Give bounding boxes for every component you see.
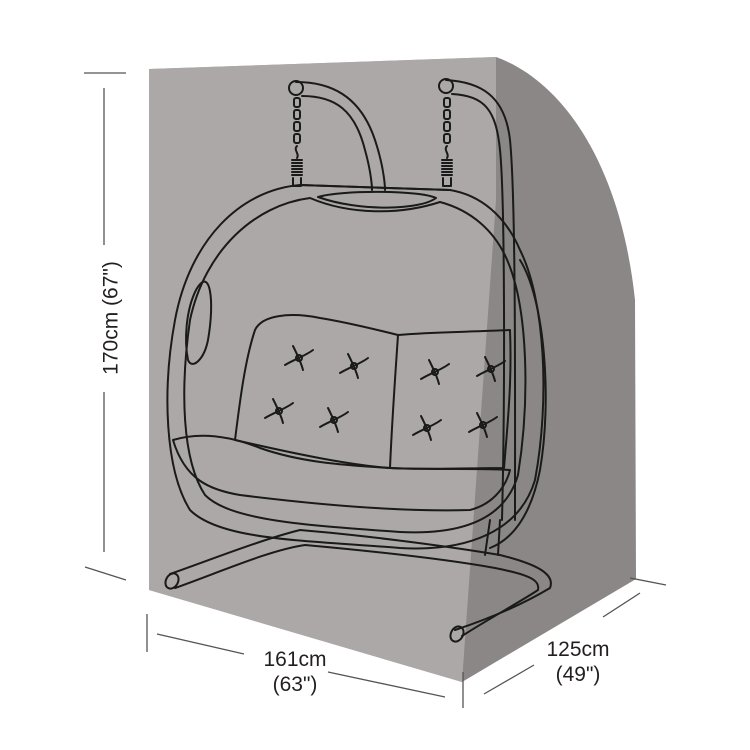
cushion-tufts: [264, 345, 506, 441]
width-imperial: (63"): [272, 673, 318, 696]
cover-front-face-fill: [149, 57, 496, 682]
dimension-lines: [84, 72, 667, 708]
back-cushion-left: [234, 314, 399, 469]
stand-arm-right: [445, 79, 517, 521]
width-line-right: [327, 671, 446, 698]
width-metric: 161cm: [263, 648, 327, 671]
egg-top-handle: [317, 190, 437, 209]
egg-frame-inner: [183, 197, 527, 534]
depth-metric: 125cm: [546, 638, 610, 661]
seat-cushion: [172, 434, 511, 512]
chain-right: [441, 97, 453, 187]
egg-chair-illustration: [164, 78, 552, 643]
height-tick-bottom: [84, 566, 127, 581]
egg-frame-outer: [166, 184, 545, 550]
stand-arm-left: [295, 81, 386, 191]
cover-side-face: [462, 57, 636, 682]
depth-dimension-label: 125cm (49"): [546, 637, 609, 687]
side-opening-left: [185, 280, 213, 365]
chain-left: [291, 97, 303, 187]
cover-shape: [149, 57, 636, 682]
depth-imperial: (49"): [555, 663, 601, 686]
base-frame: [169, 529, 552, 631]
depth-line-left: [483, 664, 535, 695]
width-dimension-label: 161cm (63"): [263, 647, 326, 697]
depth-tick-right: [629, 577, 667, 586]
depth-line-right: [602, 592, 641, 618]
height-dimension-label: 170cm (67"): [99, 261, 123, 375]
width-line-left: [156, 633, 245, 655]
